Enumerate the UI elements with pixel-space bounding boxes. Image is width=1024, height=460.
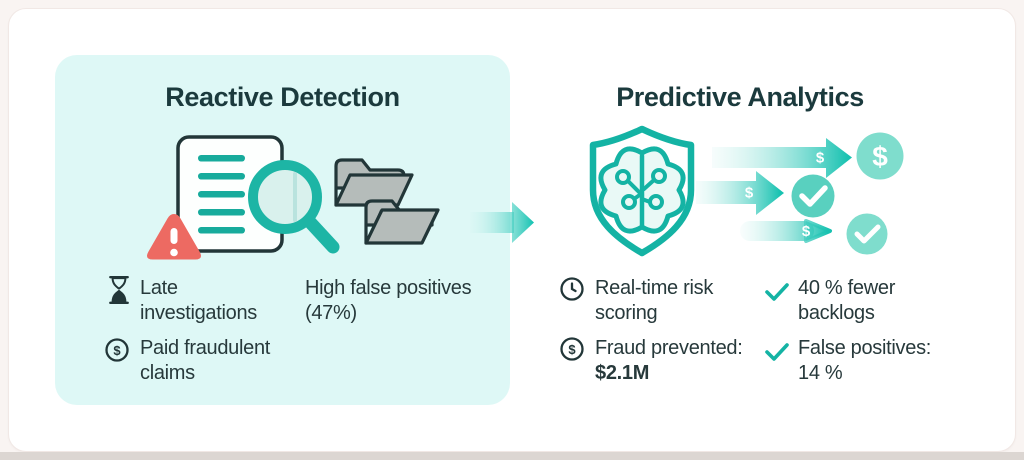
hourglass-icon [109, 275, 129, 305]
clock-icon [560, 277, 584, 301]
document-icon [176, 135, 284, 253]
bullet-realtime-risk: Real-time risk scoring [595, 277, 714, 324]
bullet-false-positives-14: False positives: 14 % [798, 337, 932, 384]
svg-text:$: $ [816, 150, 825, 167]
reactive-illustration [147, 135, 440, 260]
predictive-title: Predictive Analytics [616, 82, 864, 112]
dollar-arrow-1: $ [712, 138, 852, 178]
dollar-circle-icon: $ [105, 338, 129, 362]
warning-triangle-icon [147, 214, 201, 260]
svg-text:$: $ [113, 343, 121, 358]
shield-brain-icon [589, 125, 695, 257]
bullet-false-positives-47: High false positives (47%) [305, 277, 472, 324]
check-icon [765, 343, 789, 361]
dollar-arrow-3: $ [740, 219, 832, 243]
check-badge-2 [846, 213, 888, 255]
svg-text:$: $ [745, 185, 754, 202]
predictive-illustration: $ $ $ $ [589, 125, 904, 257]
svg-text:$: $ [872, 141, 888, 172]
bottom-strip [0, 452, 1024, 460]
folders-icon [334, 158, 440, 245]
bullet-paid-claims: Paid fraudulent claims [140, 337, 271, 384]
reactive-title: Reactive Detection [165, 82, 400, 112]
dollar-circle-icon: $ [560, 337, 584, 361]
bullet-late-investigations: Late investigations [140, 277, 257, 324]
bullet-fewer-backlogs: 40 % fewer backlogs [798, 277, 896, 324]
check-icon [765, 283, 789, 301]
svg-text:$: $ [568, 342, 576, 357]
transition-arrow-icon [470, 202, 534, 243]
dollar-arrow-2: $ [696, 171, 784, 215]
bullet-fraud-prevented: Fraud prevented: $2.1M [595, 337, 743, 384]
magnifier-icon [248, 160, 340, 254]
check-badge-1 [791, 174, 835, 218]
svg-text:$: $ [802, 223, 811, 240]
dollar-coin-badge: $ [856, 132, 904, 180]
